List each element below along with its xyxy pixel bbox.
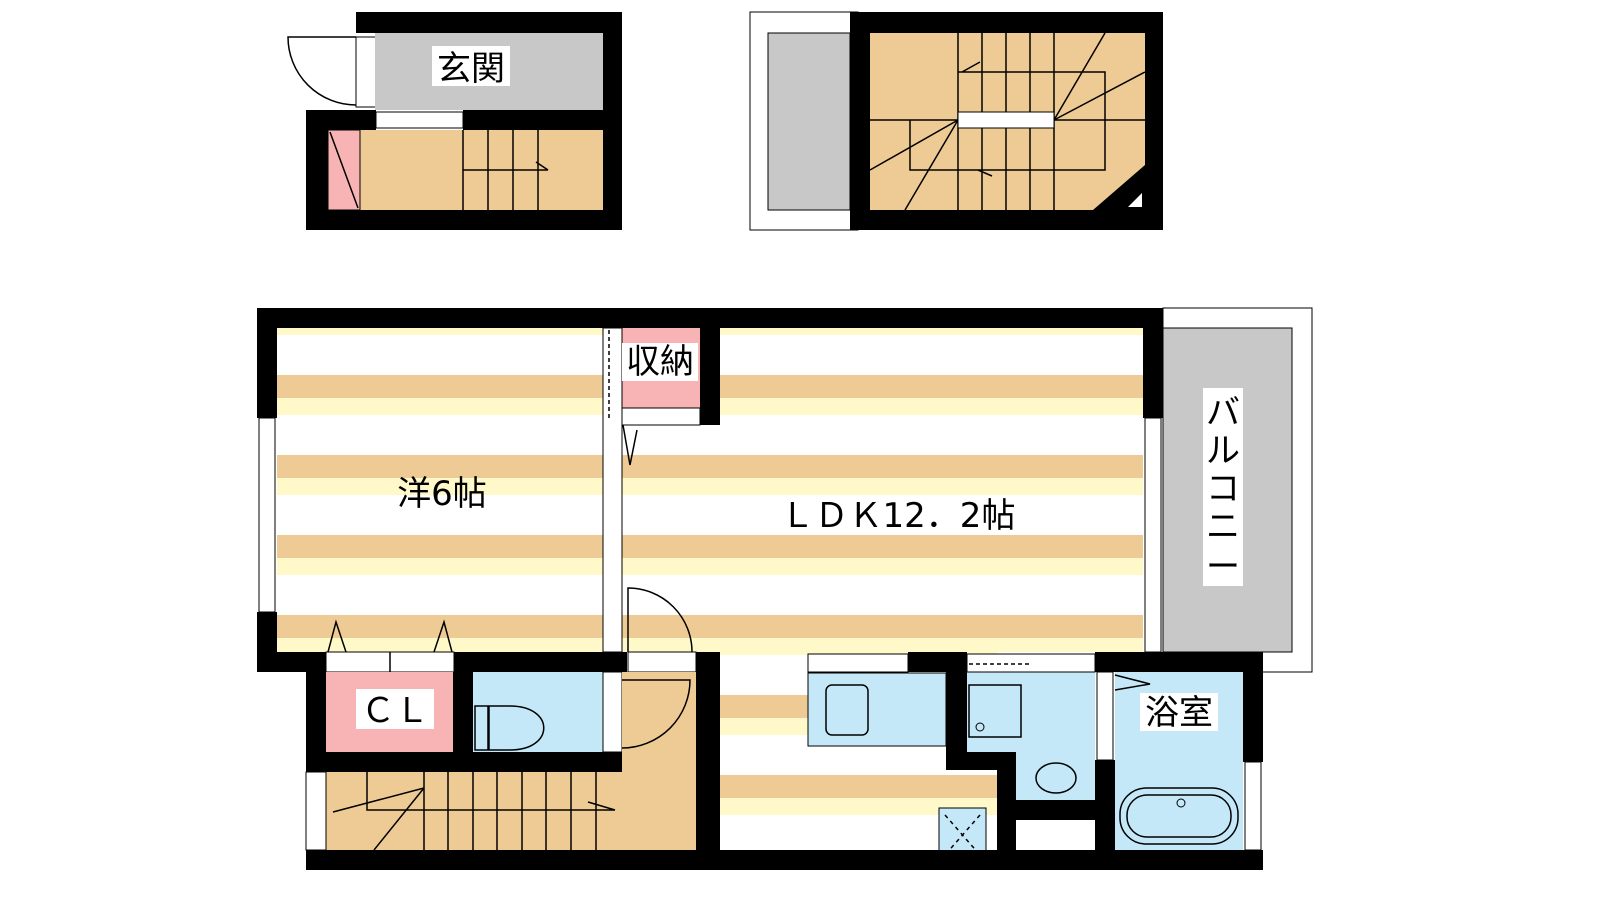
stairs: [332, 772, 616, 851]
upper-right-unit: [749, 11, 1163, 231]
bathtub-icon: [1119, 787, 1239, 845]
balcony-label-5: ー: [1206, 547, 1240, 587]
window[interactable]: [258, 417, 276, 613]
kitchen-counter: [807, 672, 947, 747]
washroom: [967, 672, 1095, 752]
western-room-floor: [277, 328, 603, 652]
door-swing: [627, 587, 693, 653]
ldk-label: ＬＤＫ12．2帖: [781, 496, 1016, 536]
corner-pillar: [1093, 165, 1145, 210]
closet-label: ＣＬ: [361, 691, 429, 731]
stairs: [462, 130, 549, 210]
balcony-label-1: バ: [1206, 393, 1240, 433]
toilet-icon: [474, 705, 545, 751]
main-floor: 収納 洋6帖 ＬＤＫ12．2帖 バ ル コ ニ ー ＣＬ 浴室: [257, 307, 1313, 870]
entrance-door-swing: [287, 36, 357, 106]
upper-left-unit: 玄関: [287, 12, 622, 230]
balcony-window[interactable]: [1144, 417, 1162, 653]
stairs-floor: [326, 772, 622, 850]
western-room-label: 洋6帖: [397, 474, 487, 514]
toilet-room: [473, 672, 603, 752]
balcony-label-4: ニ: [1206, 507, 1240, 547]
upper-balcony: [767, 32, 851, 211]
entrance-label: 玄関: [437, 49, 505, 89]
balcony-label-3: コ: [1206, 469, 1240, 509]
sink-icon: [825, 684, 869, 736]
washbasin-icon: [1035, 762, 1077, 794]
bath-label: 浴室: [1145, 693, 1213, 733]
washing-machine-icon: [968, 684, 1022, 738]
entrance-door-area: [355, 36, 377, 108]
storage-label: 収納: [626, 342, 694, 382]
balcony-label-2: ル: [1206, 431, 1240, 471]
